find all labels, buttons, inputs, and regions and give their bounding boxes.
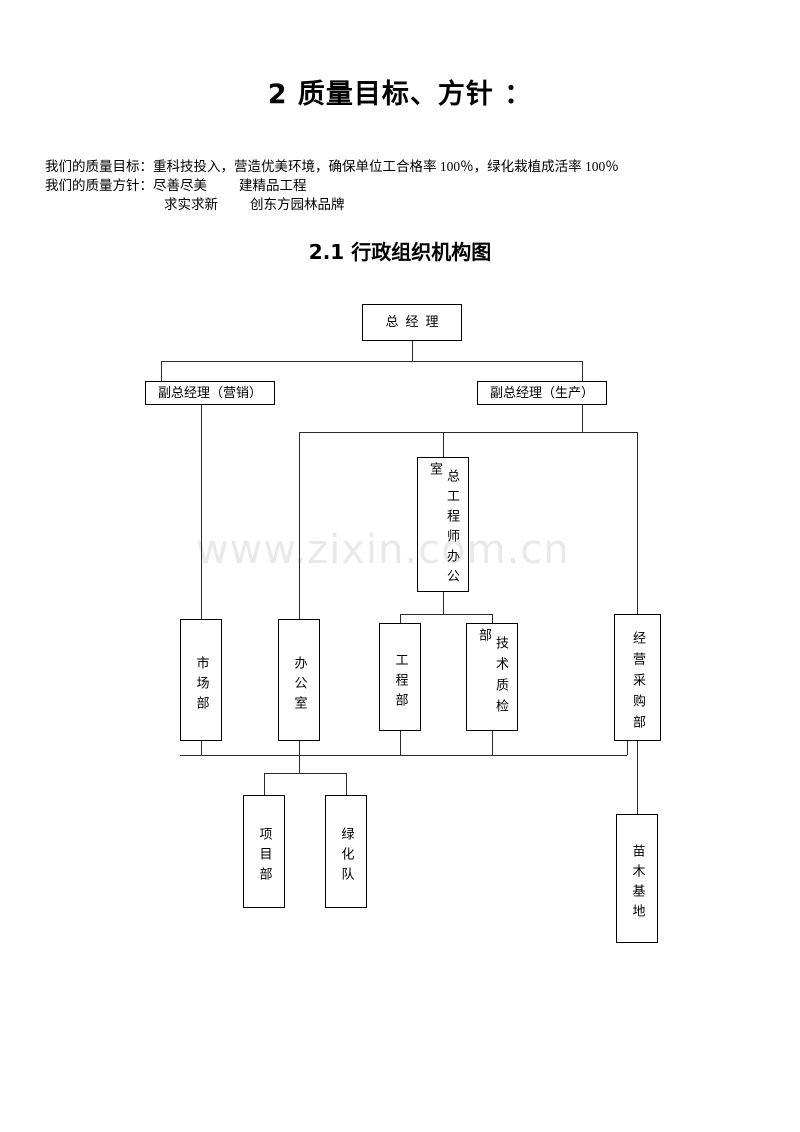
connector-department-bottom-bus [180, 755, 627, 756]
connector-project-greening-bus [264, 773, 346, 774]
connector-to-tech-qc [492, 614, 493, 623]
node-procurement-dept[interactable]: 经营采购部 [614, 614, 661, 741]
node-chief-engineer-office[interactable]: 总工程师办公室 [417, 457, 469, 592]
connector-to-project-dept [264, 773, 265, 795]
connector-market-bottom-stub [201, 741, 202, 755]
node-vp-marketing[interactable]: 副总经理（营销） [145, 381, 275, 405]
connector-gm-bus [161, 361, 582, 362]
connector-to-engineering [400, 614, 401, 623]
connector-to-greening-team [346, 773, 347, 795]
node-general-manager[interactable]: 总经理 [362, 304, 462, 341]
page-title: 2 质量目标、方针 ： [267, 79, 533, 110]
quality-policy-line-1: 我们的质量方针：尽善尽美 建精品工程 [45, 176, 745, 195]
connector-engineering-bottom-stub [400, 731, 401, 755]
connector-vp-marketing-to-market [201, 405, 202, 619]
node-market-dept[interactable]: 市场部 [180, 619, 222, 741]
node-project-dept[interactable]: 项目部 [243, 795, 285, 908]
quality-policy-label: 我们的质量方针： [45, 178, 153, 193]
connector-bus-to-office [299, 432, 300, 619]
connector-procurement-bottom-stub [627, 741, 628, 755]
node-vp-production[interactable]: 副总经理（生产） [477, 381, 607, 405]
connector-bus-to-chief-engineer [443, 432, 444, 457]
node-nursery-base[interactable]: 苗木基地 [616, 814, 658, 943]
connector-vp-marketing-stem [161, 361, 162, 381]
connector-bus-to-procurement [637, 432, 638, 614]
quality-policy-block: 我们的质量目标：重科技投入，营造优美环境，确保单位工合格率 100％，绿化栽植成… [45, 157, 745, 214]
node-tech-qc-dept[interactable]: 技术质检部 [466, 623, 518, 731]
quality-objective-line: 我们的质量目标：重科技投入，营造优美环境，确保单位工合格率 100％，绿化栽植成… [45, 157, 745, 176]
quality-policy-phrase-1: 尽善尽美 [153, 178, 207, 193]
quality-objective-text: 重科技投入，营造优美环境，确保单位工合格率 100％，绿化栽植成活率 100％ [153, 159, 619, 174]
section-title: 2.1 行政组织机构图 [308, 240, 492, 264]
connector-gm-stem [412, 341, 413, 361]
connector-production-bus [299, 432, 637, 433]
quality-policy-phrase-2: 建精品工程 [239, 178, 307, 193]
quality-policy-phrase-3: 求实求新 [164, 197, 218, 212]
quality-objective-label: 我们的质量目标： [45, 159, 153, 174]
connector-to-nursery-base [637, 741, 638, 814]
quality-policy-phrase-4: 创东方园林品牌 [250, 197, 345, 212]
quality-policy-line-2: 求实求新 创东方园林品牌 [45, 195, 745, 214]
connector-vp-production-down [582, 405, 583, 432]
connector-chief-engineer-stem [443, 592, 444, 614]
node-office[interactable]: 办公室 [278, 619, 320, 741]
connector-bus-to-project-branch [299, 755, 300, 773]
node-engineering-dept[interactable]: 工程部 [379, 623, 421, 731]
connector-office-bottom-stub [299, 741, 300, 755]
node-greening-team[interactable]: 绿化队 [325, 795, 367, 908]
connector-vp-production-stem [582, 361, 583, 381]
connector-chief-engineer-bus [400, 614, 492, 615]
connector-techqc-bottom-stub [492, 731, 493, 755]
